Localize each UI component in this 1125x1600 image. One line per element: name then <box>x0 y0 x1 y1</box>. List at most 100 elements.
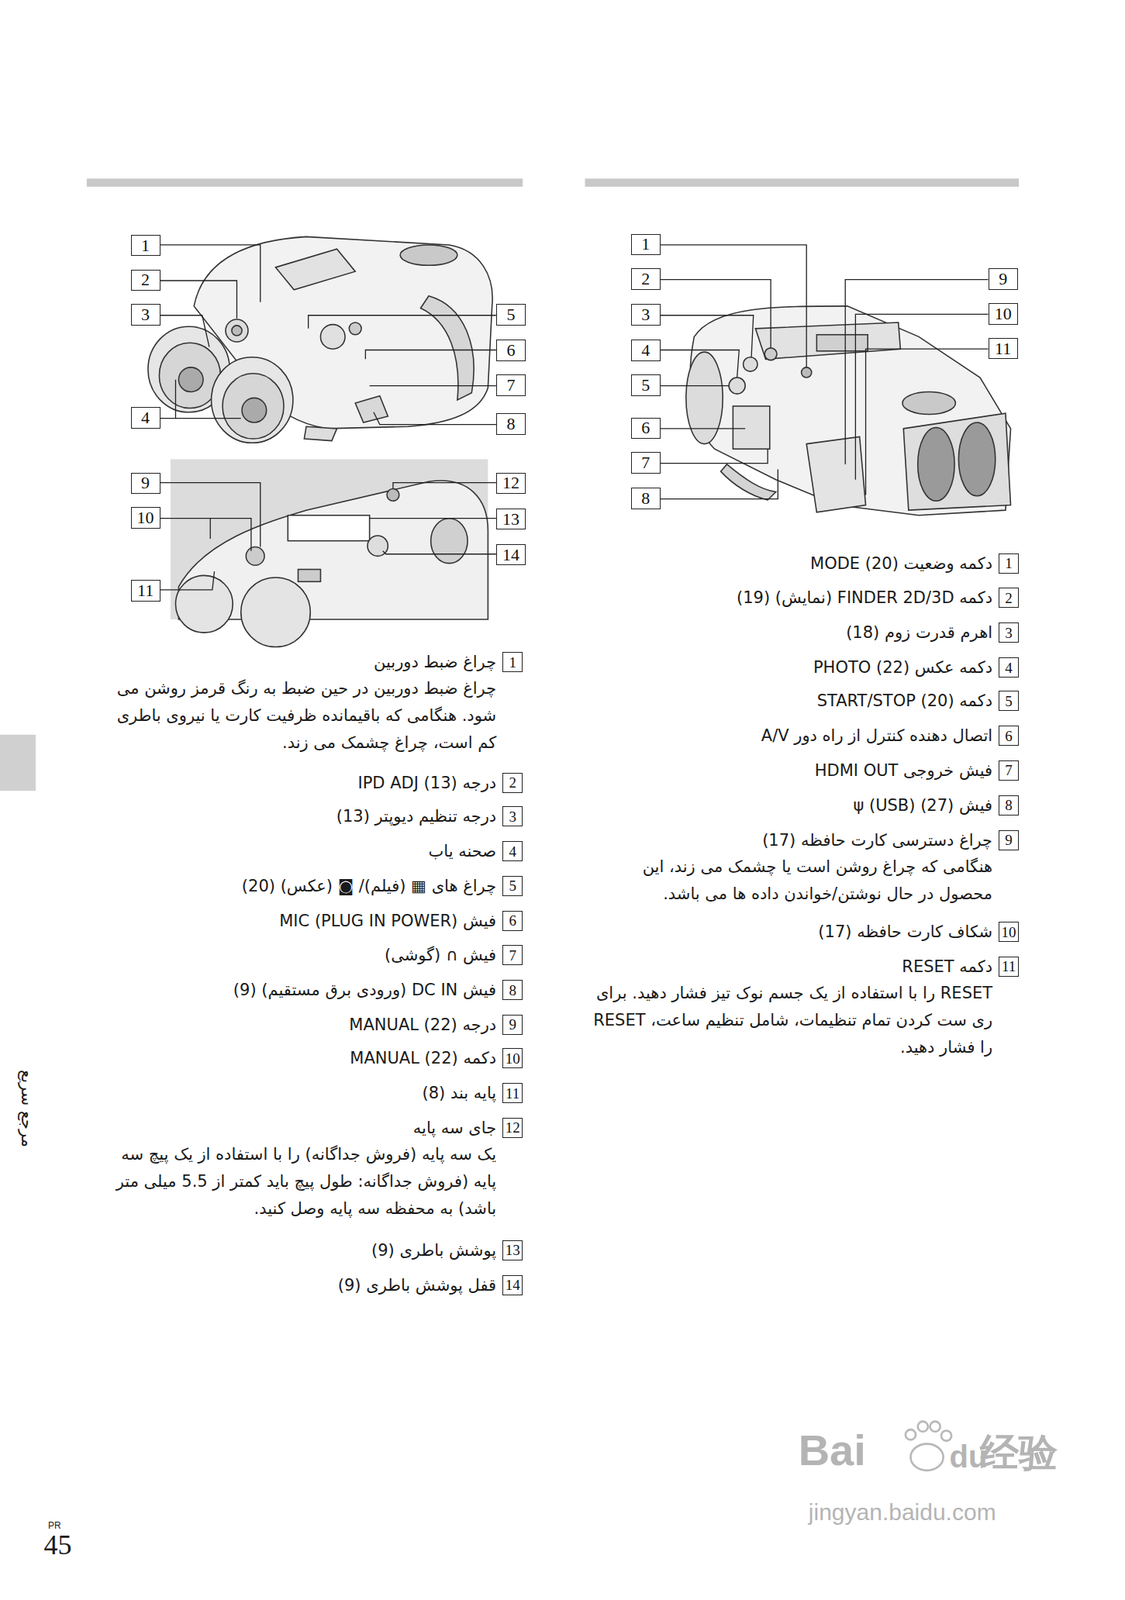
callout-box: 9 <box>131 472 161 495</box>
camcorder-rear-illustration <box>320 324 346 350</box>
callout-number: 10 <box>137 509 155 527</box>
watermark-paw <box>910 1444 943 1471</box>
item-number: 2 <box>502 773 523 794</box>
watermark-paw <box>941 1430 952 1441</box>
item-title: چراغ های ▦ (فیلم)/ ◙ (عکس) (20) <box>241 873 497 900</box>
callout-box: 2 <box>631 268 661 290</box>
list-item: 2دکمه FINDER 2D/3D (نمایش) (19) <box>590 584 1019 611</box>
list-item: 2درجه IPD ADJ (13) <box>100 769 523 797</box>
item-number: 12 <box>502 1118 523 1139</box>
leader-line <box>160 245 989 591</box>
callout-number: 2 <box>641 270 650 288</box>
camcorder-bottom-illustration <box>431 518 468 564</box>
callout-number: 4 <box>141 409 150 427</box>
leader-line <box>383 551 497 555</box>
list-item: 10دکمه MANUAL (22) <box>100 1045 523 1072</box>
camcorder-rear-illustration <box>355 396 388 423</box>
list-item: 13پوشش باطری (9) <box>100 1237 523 1264</box>
item-title: شکاف کارت حافظه (17) <box>817 918 993 946</box>
callout-number: 7 <box>506 376 515 394</box>
callout-box: 9 <box>988 268 1019 290</box>
leader-line <box>369 517 497 519</box>
item-number: 8 <box>998 795 1019 816</box>
callout-number: 12 <box>502 474 520 492</box>
leader-line <box>365 350 497 360</box>
callout-box: 1 <box>631 234 661 256</box>
leader-line <box>160 245 261 303</box>
callout-number: 14 <box>502 546 520 564</box>
camcorder-front-illustration <box>902 391 956 415</box>
list-item: 12جای سه پایهیک سه پایه (فروش جداگانه) ر… <box>100 1114 523 1223</box>
item-number: 13 <box>502 1240 523 1261</box>
camcorder-bottom-illustration <box>245 547 265 566</box>
leader-line <box>160 518 211 539</box>
camcorder-rear-illustration <box>276 248 356 290</box>
list-item: 8فیش DC IN (ورودی برق مستقیم) (9) <box>100 976 523 1004</box>
callout-box: 3 <box>631 303 661 326</box>
callout-box: 3 <box>131 303 161 326</box>
list-item: 10شکاف کارت حافظه (17) <box>590 918 1019 946</box>
item-title: درجه تنظیم دیوپتر (13) <box>336 803 497 830</box>
callout-box: 14 <box>496 544 526 566</box>
callout-box: 7 <box>496 374 526 397</box>
watermark-paw <box>930 1421 941 1433</box>
camcorder-bottom-illustration <box>170 458 488 647</box>
item-title: فیش MIC (PLUG IN POWER) <box>279 907 497 935</box>
item-number: 5 <box>998 690 1019 711</box>
callout-box: 8 <box>496 413 526 435</box>
item-title: صحنه یاب <box>427 838 497 865</box>
camcorder-front-illustration <box>743 357 758 372</box>
camcorder-rear-illustration <box>225 319 249 342</box>
camcorder-rear-illustration <box>348 322 362 335</box>
callout-box: 1 <box>131 234 161 257</box>
side-tab <box>0 735 36 791</box>
camcorder-bottom-illustration <box>175 575 233 633</box>
callout-box: 10 <box>131 507 161 529</box>
section-bar <box>584 178 1019 187</box>
watermark-paw <box>905 1429 916 1440</box>
item-number: 11 <box>502 1083 523 1104</box>
camcorder-rear-illustration <box>231 325 242 336</box>
callout-number: 9 <box>141 474 150 492</box>
leader-line <box>855 314 988 480</box>
camcorder-front-illustration <box>732 406 770 449</box>
item-title: چراغ دسترسی کارت حافظه (17) <box>762 827 993 854</box>
callout-box: 2 <box>131 269 161 292</box>
callout-box: 11 <box>131 579 161 602</box>
callout-box: 12 <box>496 472 526 495</box>
callout-box: 8 <box>631 487 661 510</box>
list-item: 7فیش ∩ (گوشی) <box>100 942 523 969</box>
item-number: 4 <box>502 841 523 862</box>
item-number: 3 <box>998 622 1019 643</box>
leader-line <box>210 518 252 552</box>
item-title: پوشش باطری (9) <box>371 1237 497 1264</box>
camcorder-rear-illustration <box>148 236 493 443</box>
list-item: 9چراغ دسترسی کارت حافظه (17)هنگامی که چر… <box>590 827 1019 908</box>
leader-line <box>660 279 771 349</box>
callout-box: 6 <box>631 417 661 440</box>
item-number: 11 <box>998 956 1019 977</box>
item-title: درجه IPD ADJ (13) <box>358 769 497 797</box>
item-title: دکمه RESET <box>901 953 993 981</box>
camcorder-front-illustration <box>721 464 777 501</box>
camcorder-front-illustration <box>806 436 866 512</box>
list-item: 4دکمه عکس PHOTO (22) <box>590 654 1019 681</box>
leader-line <box>660 448 768 463</box>
callout-number: 5 <box>506 306 515 324</box>
item-number: 9 <box>998 830 1019 851</box>
item-title: فیش ψ (USB) (27) <box>852 792 993 819</box>
list-item: 8فیش ψ (USB) (27) <box>590 792 1019 819</box>
list-item: 6فیش MIC (PLUG IN POWER) <box>100 907 523 935</box>
leader-line <box>660 469 778 500</box>
callout-box: 5 <box>631 374 661 397</box>
callout-number: 5 <box>641 376 650 394</box>
item-title: دکمه MANUAL (22) <box>349 1045 497 1072</box>
list-item: 11پایه بند (8) <box>100 1080 523 1107</box>
camcorder-rear-illustration <box>222 373 284 439</box>
leader-line <box>393 483 497 490</box>
item-title: اتصال دهنده کنترل از راه دور A/V <box>761 722 993 749</box>
item-title: قفل پوشش باطری (9) <box>338 1272 497 1299</box>
callout-number: 4 <box>641 341 650 359</box>
watermark-paw <box>917 1421 929 1433</box>
item-title: دکمه FINDER 2D/3D (نمایش) (19) <box>736 584 993 611</box>
